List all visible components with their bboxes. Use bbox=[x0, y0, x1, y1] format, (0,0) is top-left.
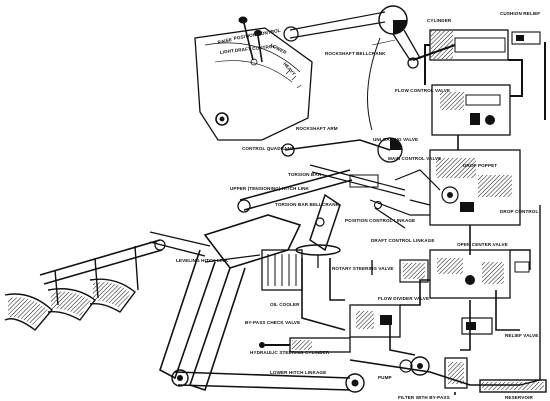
open-center-valve: OPEN CENTER VALVE bbox=[429, 242, 530, 299]
filter-with-bypass: FILTER WITH BY-PASS bbox=[398, 357, 468, 400]
reservoir: RESERVOIR bbox=[479, 379, 547, 400]
leveling-hitch-link-label: LEVELING HITCH LINK bbox=[176, 258, 229, 263]
cushion-relief: CUSHION RELIEF bbox=[500, 11, 541, 45]
main-control-valve: MAIN CONTROL VALVE bbox=[388, 149, 521, 226]
rockshaft-bellcrank-label: ROCKSHAFT BELLCRANK bbox=[325, 51, 386, 56]
rotary-steering-valve: ROTARY STEERING VALVE bbox=[332, 259, 429, 283]
main-control-valve-label: MAIN CONTROL VALVE bbox=[388, 156, 441, 161]
hydraulic-steering-cylinder-label: HYDRAULIC STEERING CYLINDER bbox=[250, 350, 330, 355]
torsion-bar: TORSION BAR bbox=[288, 164, 406, 197]
plow bbox=[4, 239, 166, 331]
lower-hitch-linkage-label: LOWER HITCH LINKAGE bbox=[270, 370, 326, 375]
hitch-mast-frame bbox=[149, 214, 302, 392]
draft-control-linkage: DRAFT CONTROL LINKAGE bbox=[371, 169, 441, 243]
draft-control-lever bbox=[254, 29, 263, 63]
flow-divider-valve-label: FLOW DIVIDER VALVE bbox=[378, 296, 429, 301]
filter-with-bypass-label: FILTER WITH BY-PASS bbox=[398, 395, 450, 400]
rockshaft-arm-label: ROCKSHAFT ARM bbox=[296, 126, 338, 131]
pump-label: PUMP bbox=[378, 375, 392, 380]
quadrant-light-label: LIGHT bbox=[219, 48, 234, 55]
position-control-lever bbox=[238, 16, 254, 61]
upper-hitch-link-label: UPPER (TENSIONING) HITCH LINK bbox=[230, 186, 310, 191]
cylinder-label: CYLINDER bbox=[427, 18, 452, 23]
cylinder: CYLINDER bbox=[412, 18, 509, 61]
oil-cooler: OIL COOLER bbox=[261, 249, 303, 307]
bypass-check-valve-label: BY-PASS CHECK VALVE bbox=[245, 320, 300, 325]
pump: PUMP bbox=[378, 356, 430, 380]
leveling-hitch-link: LEVELING HITCH LINK bbox=[176, 254, 261, 263]
torsion-bar-bellcrank: TORSION BAR BELLCRANK bbox=[275, 193, 341, 252]
rotary-steering-valve-label: ROTARY STEERING VALVE bbox=[332, 266, 394, 271]
control-quadrant-label: CONTROL QUADRANT bbox=[242, 146, 294, 151]
position-control-linkage: POSITION CONTROL LINKAGE bbox=[345, 199, 430, 229]
drop-poppet-label: DROP POPPET bbox=[463, 163, 497, 168]
quadrant-draft-control-label: DRAFT CONTROL bbox=[235, 44, 276, 53]
quadrant-scale-ticks bbox=[285, 69, 302, 89]
torsion-bar-bellcrank-label: TORSION BAR BELLCRANK bbox=[275, 202, 340, 207]
drop-control-label: DROP CONTROL bbox=[500, 209, 538, 214]
rockshaft-arm: ROCKSHAFT ARM bbox=[281, 126, 403, 163]
flow-control-valve: FLOW CONTROL VALVE bbox=[395, 84, 511, 136]
hydraulic-steering-cylinder: HYDRAULIC STEERING CYLINDER bbox=[250, 337, 351, 355]
oil-cooler-label: OIL COOLER bbox=[270, 302, 300, 307]
lower-hitch-linkage: LOWER HITCH LINKAGE bbox=[171, 369, 365, 393]
cushion-relief-label: CUSHION RELIEF bbox=[500, 11, 540, 16]
flow-divider-valve: FLOW DIVIDER VALVE bbox=[349, 296, 429, 338]
flow-control-valve-label: FLOW CONTROL VALVE bbox=[395, 88, 450, 93]
reservoir-label: RESERVOIR bbox=[505, 395, 533, 400]
torsion-bar-label: TORSION BAR bbox=[288, 172, 322, 177]
open-center-valve-label: OPEN CENTER VALVE bbox=[457, 242, 508, 247]
draft-control-linkage-label: DRAFT CONTROL LINKAGE bbox=[371, 238, 435, 243]
rockshaft-assembly bbox=[283, 5, 422, 131]
relief-valve: RELIEF VALVE bbox=[461, 317, 538, 338]
position-control-linkage-label: POSITION CONTROL LINKAGE bbox=[345, 218, 415, 223]
hydraulic-lines bbox=[301, 42, 546, 395]
relief-valve-label: RELIEF VALVE bbox=[505, 333, 538, 338]
quadrant-raise-label: RAISE bbox=[217, 37, 232, 45]
upper-tensioning-hitch-link: UPPER (TENSIONING) HITCH LINK bbox=[230, 169, 353, 213]
